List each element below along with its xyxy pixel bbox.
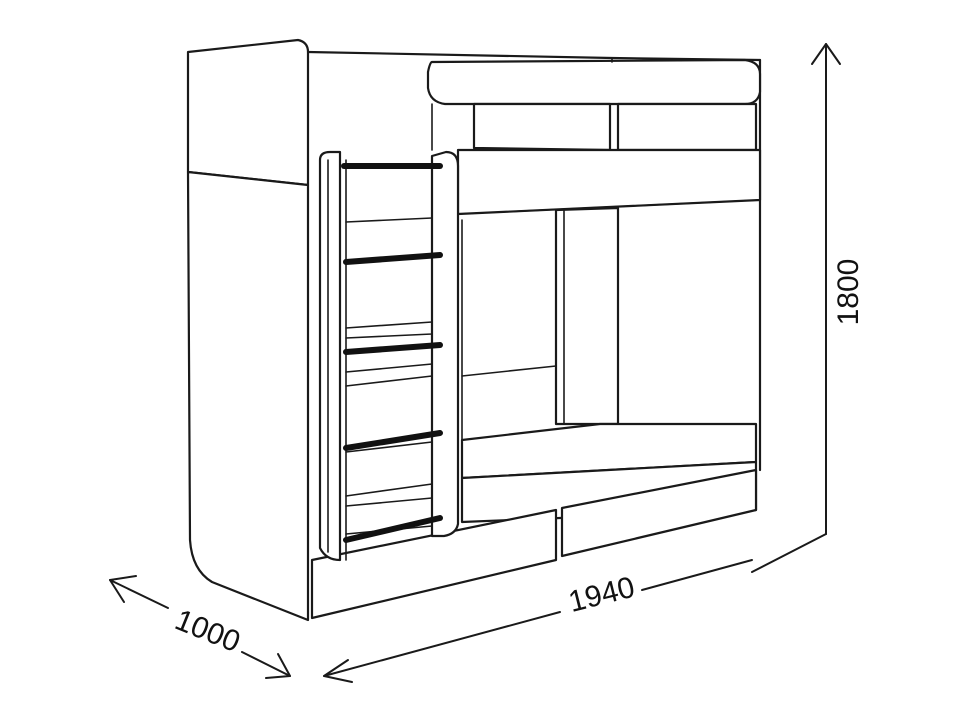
width-label: 1940 bbox=[565, 571, 638, 619]
lower-back-wall bbox=[461, 219, 557, 441]
ladder-rungs bbox=[341, 163, 443, 543]
ladder-rung-2 bbox=[343, 252, 443, 265]
upper-bed-rail bbox=[456, 148, 762, 216]
ladder-rung-5 bbox=[343, 515, 443, 543]
ladder-rung-4 bbox=[343, 430, 443, 451]
drawers bbox=[310, 468, 758, 620]
height-label: 1800 bbox=[832, 259, 865, 326]
ladder-rung-3 bbox=[343, 342, 443, 355]
center-post bbox=[554, 206, 620, 426]
height-dimension: 1800 bbox=[751, 43, 865, 573]
depth-label: 1000 bbox=[170, 603, 244, 659]
left-side-panel bbox=[186, 38, 310, 622]
ladder bbox=[318, 150, 460, 562]
back-frame bbox=[306, 50, 762, 472]
